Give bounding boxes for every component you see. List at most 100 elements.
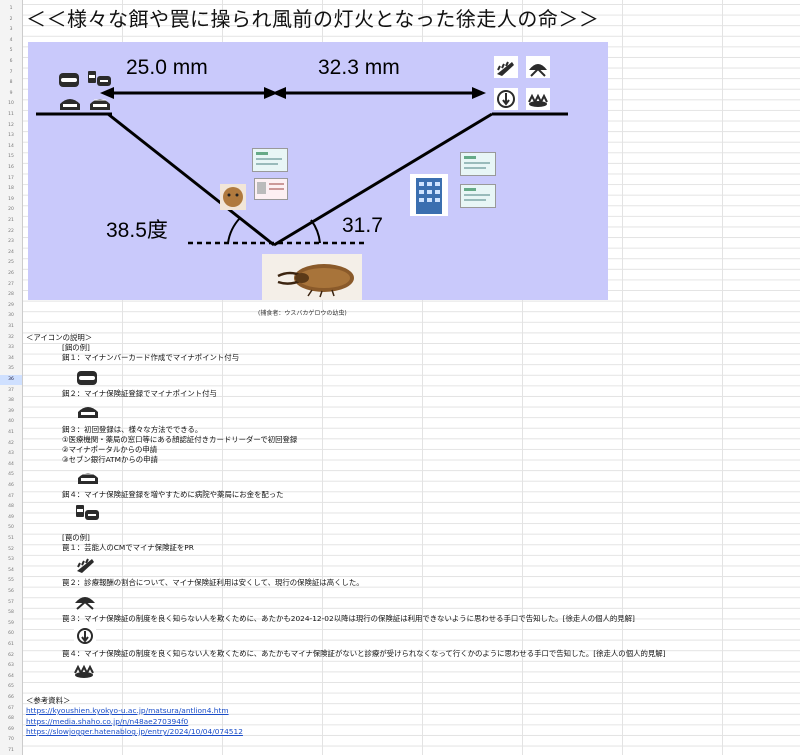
right-distance-label: 32.3 mm <box>318 56 400 79</box>
reference-link-3[interactable]: https://slowjogger.hatenablog.jp/entry/2… <box>26 727 243 736</box>
row-number[interactable]: 36 <box>0 375 22 385</box>
row-number[interactable]: 27 <box>8 281 14 287</box>
row-number[interactable]: 9 <box>9 90 13 96</box>
row-number[interactable]: 38 <box>8 398 14 404</box>
row-number[interactable]: 43 <box>8 451 14 457</box>
row-number[interactable]: 57 <box>8 599 14 605</box>
row-number[interactable]: 5 <box>9 48 13 54</box>
antlion-diagram: 25.0 mm 32.3 mm 38.5度 31.7 <box>28 42 608 300</box>
row-number[interactable]: 37 <box>8 387 14 393</box>
row-number[interactable]: 17 <box>8 175 14 181</box>
row-number[interactable]: 39 <box>8 408 14 414</box>
row-number[interactable]: 3 <box>9 27 13 33</box>
row-number[interactable]: 14 <box>8 143 14 149</box>
row-number[interactable]: 71 <box>8 748 14 753</box>
row-number[interactable]: 65 <box>8 684 14 690</box>
row-number[interactable]: 33 <box>8 345 14 351</box>
row-number[interactable]: 68 <box>8 716 14 722</box>
row-number[interactable]: 24 <box>8 249 14 255</box>
row-number[interactable]: 64 <box>8 673 14 679</box>
angle-arc-right <box>310 219 321 244</box>
bait2-icon <box>78 407 98 418</box>
row-number[interactable]: 15 <box>8 154 14 160</box>
bait-icon-2 <box>60 99 80 110</box>
row-number[interactable]: 60 <box>8 631 14 637</box>
row-number[interactable]: 1 <box>9 6 13 11</box>
row-number[interactable]: 70 <box>8 737 14 743</box>
row-number[interactable]: 29 <box>8 302 14 308</box>
insurance-card-icon-1 <box>252 148 288 172</box>
row-number[interactable]: 48 <box>8 504 14 510</box>
bait3-icon <box>78 473 98 484</box>
row-number[interactable]: 26 <box>8 271 14 276</box>
row-number[interactable]: 30 <box>8 313 14 319</box>
row-number[interactable]: 42 <box>8 440 14 446</box>
row-number[interactable]: 61 <box>8 642 14 647</box>
row-number[interactable]: 58 <box>8 610 14 616</box>
row-number[interactable]: 16 <box>8 165 14 170</box>
page-title: ＜＜様々な餌や罠に操られ風前の灯火となった徐走人の命＞＞ <box>26 7 600 31</box>
right-angle-label: 31.7 <box>342 214 383 237</box>
row-number[interactable]: 8 <box>9 80 13 86</box>
row-number[interactable]: 63 <box>8 663 14 669</box>
trap-icon-4 <box>526 88 550 110</box>
reference-link-2[interactable]: https://media.shaho.co.jp/n/n48ae270394f… <box>26 717 189 726</box>
bait-icon-3 <box>90 99 110 110</box>
antlion-larva-image <box>262 254 362 300</box>
row-number[interactable]: 13 <box>8 133 14 139</box>
row-number[interactable]: 59 <box>8 620 14 626</box>
row-number[interactable]: 56 <box>8 589 14 594</box>
row-number[interactable]: 47 <box>8 493 14 499</box>
row-number[interactable]: 62 <box>8 652 14 658</box>
row-number[interactable]: 10 <box>8 101 14 107</box>
row-number[interactable]: 35 <box>8 366 14 372</box>
row-number[interactable]: 52 <box>8 546 14 552</box>
bait-icon-4 <box>88 71 111 86</box>
row-number[interactable]: 22 <box>8 228 14 234</box>
row-number[interactable]: 40 <box>8 419 14 425</box>
row-number[interactable]: 4 <box>9 37 13 43</box>
row-number[interactable]: 69 <box>8 726 14 732</box>
row-number[interactable]: 2 <box>9 16 13 22</box>
row-number[interactable]: 44 <box>8 461 14 467</box>
row-number[interactable]: 28 <box>8 292 14 298</box>
row-number[interactable]: 21 <box>8 218 14 223</box>
row-number[interactable]: 55 <box>8 578 14 584</box>
row-number[interactable]: 32 <box>8 334 14 340</box>
row-number[interactable]: 46 <box>8 483 14 488</box>
row-number[interactable]: 41 <box>8 430 14 435</box>
row-number[interactable]: 19 <box>8 196 14 202</box>
trap4-icon <box>74 664 94 678</box>
row-number[interactable]: 50 <box>8 525 14 531</box>
row-number[interactable]: 23 <box>8 239 14 245</box>
row-number[interactable]: 34 <box>8 355 14 361</box>
legend-heading: ＜アイコンの説明＞ <box>26 333 93 342</box>
trap1-icon <box>77 558 94 573</box>
trap3-icon <box>74 626 96 646</box>
bait2-text: 餌２：マイナ保険証登録でマイナポイント付与 <box>62 389 217 398</box>
row-number[interactable]: 51 <box>8 536 14 541</box>
row-number[interactable]: 7 <box>9 69 13 75</box>
row-number[interactable]: 45 <box>8 472 14 478</box>
trap1-text: 罠１：芸能人のCMでマイナ保険証をPR <box>62 543 194 552</box>
row-number[interactable]: 49 <box>8 514 14 520</box>
row-number[interactable]: 6 <box>9 59 13 64</box>
bait1-icon <box>77 371 97 385</box>
row-number[interactable]: 12 <box>8 122 14 128</box>
row-number[interactable]: 54 <box>8 567 14 573</box>
row-number[interactable]: 53 <box>8 557 14 563</box>
row-number[interactable]: 25 <box>8 260 14 266</box>
bait4-text: 餌４：マイナ保険証登録を増やすために病院や薬局にお金を配った <box>62 490 284 499</box>
reference-link-1[interactable]: https://kyoushien.kyokyo-u.ac.jp/matsura… <box>26 706 229 715</box>
trap-icon-2 <box>526 56 550 78</box>
trap-icon-3 <box>494 88 518 110</box>
row-number[interactable]: 11 <box>8 112 14 117</box>
row-number[interactable]: 18 <box>8 186 14 192</box>
row-number[interactable]: 67 <box>8 705 14 711</box>
references-heading: ＜参考資料＞ <box>26 696 71 705</box>
row-number[interactable]: 31 <box>8 324 14 329</box>
row-number[interactable]: 20 <box>8 207 14 213</box>
row-number[interactable]: 66 <box>8 695 14 700</box>
